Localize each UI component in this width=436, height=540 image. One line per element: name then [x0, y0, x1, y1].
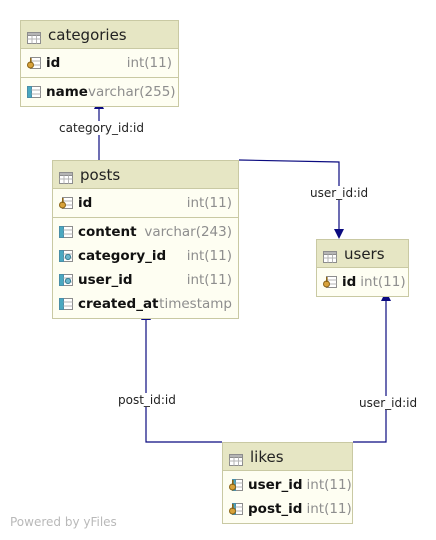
column-name: created_at — [78, 296, 159, 312]
primary-foreign-key-icon — [229, 503, 243, 515]
powered-by-text: Powered by yFiles — [10, 515, 117, 529]
column-name: name — [46, 84, 88, 100]
primary-key-icon — [27, 57, 41, 69]
table-name: posts — [80, 165, 121, 184]
table-posts[interactable]: posts id int(11) content varchar(243) categor… — [52, 160, 239, 319]
column-name: user_id — [78, 272, 133, 288]
table-icon — [323, 248, 337, 263]
column-type: int(11) — [360, 274, 406, 290]
column-type: int(11) — [186, 248, 232, 264]
table-icon — [59, 169, 73, 184]
column-name: category_id — [78, 248, 167, 264]
table-icon — [229, 451, 243, 466]
table-icon — [27, 29, 41, 44]
foreign-key-icon — [59, 274, 73, 286]
section-divider — [53, 217, 238, 218]
column-row-content[interactable]: content varchar(243) — [53, 220, 238, 244]
column-type: int(11) — [186, 272, 232, 288]
column-type: varchar(243) — [144, 224, 232, 240]
table-header[interactable]: categories — [21, 21, 178, 49]
primary-key-section: id int(11) — [53, 189, 238, 217]
column-name: id — [46, 55, 61, 71]
column-type: varchar(255) — [87, 84, 176, 100]
table-header[interactable]: users — [317, 240, 408, 268]
column-row-id[interactable]: id int(11) — [21, 51, 178, 75]
edge-posts-users — [238, 159, 340, 232]
table-name: likes — [250, 447, 284, 466]
edge-label-posts-user-id: user_id:id — [309, 186, 370, 200]
column-name: id — [342, 274, 357, 290]
primary-key-icon — [323, 276, 337, 288]
column-row-id[interactable]: id int(11) — [53, 191, 238, 215]
column-icon — [59, 298, 73, 310]
column-name: user_id — [248, 477, 303, 493]
column-row-user-id[interactable]: user_id int(11) — [53, 268, 238, 292]
column-type: timestamp — [159, 296, 232, 312]
section-divider — [21, 77, 178, 78]
column-type: int(11) — [306, 501, 352, 517]
primary-foreign-key-icon — [229, 479, 243, 491]
arrowhead-users-top — [334, 229, 344, 239]
edge-likes-posts — [145, 317, 222, 443]
primary-key-section: id int(11) — [21, 49, 178, 77]
edge-label-category-id: category_id:id — [58, 121, 145, 135]
table-header[interactable]: posts — [53, 161, 238, 189]
column-type: int(11) — [126, 55, 172, 71]
primary-key-icon — [59, 197, 73, 209]
table-header[interactable]: likes — [223, 443, 352, 471]
column-icon — [59, 226, 73, 238]
column-name: post_id — [248, 501, 303, 517]
column-row-category-id[interactable]: category_id int(11) — [53, 244, 238, 268]
table-name: users — [344, 244, 385, 263]
column-icon — [27, 86, 41, 98]
column-name: content — [78, 224, 137, 240]
column-type: int(11) — [306, 477, 352, 493]
edge-likes-users — [353, 297, 387, 443]
column-type: int(11) — [186, 195, 232, 211]
edge-label-likes-user-id: user_id:id — [358, 396, 419, 410]
column-name: id — [78, 195, 93, 211]
table-name: categories — [48, 25, 127, 44]
foreign-key-icon — [59, 250, 73, 262]
edge-label-post-id: post_id:id — [117, 393, 177, 407]
